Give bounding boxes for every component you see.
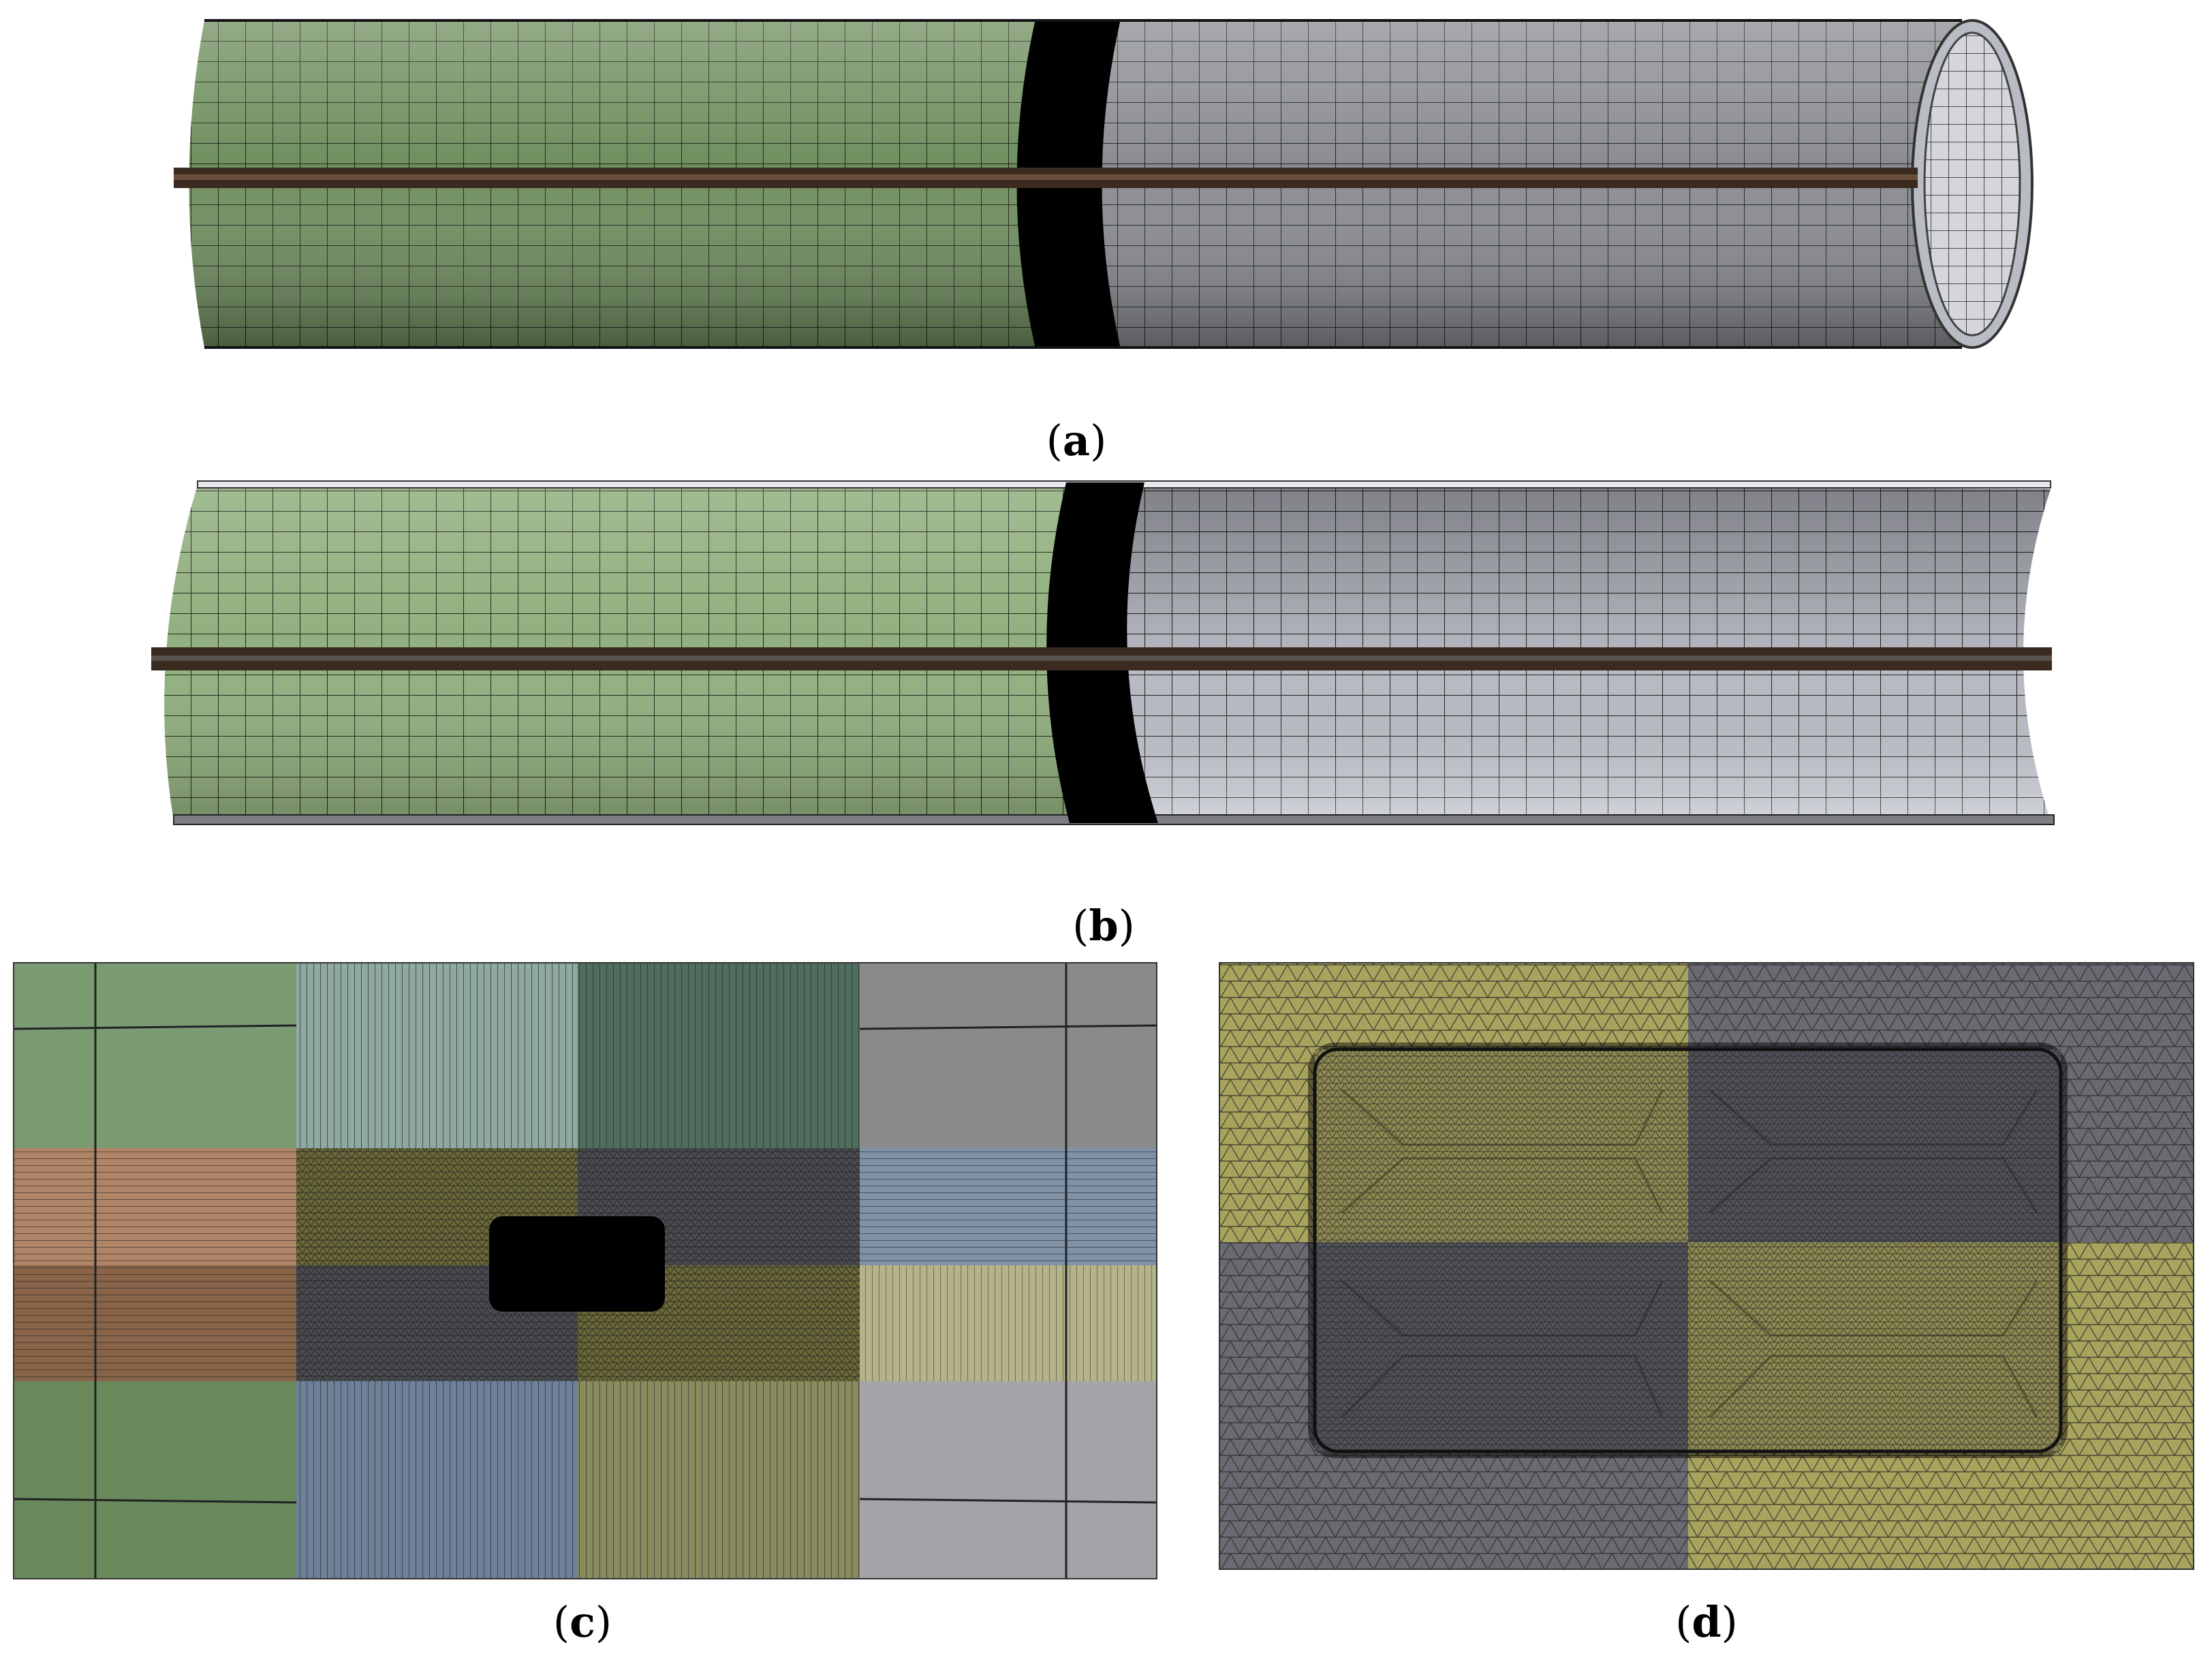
cutout-hole-c — [489, 1216, 665, 1312]
caption-a: (a) — [1046, 416, 1107, 465]
caption-c-open: ( — [553, 1597, 570, 1647]
caption-c-label: c — [570, 1597, 595, 1647]
caption-a-open: ( — [1046, 416, 1063, 465]
panel-b-half-cylinder-mesh — [151, 480, 2055, 825]
caption-d-open: ( — [1675, 1597, 1692, 1647]
caption-b: (b) — [1072, 901, 1135, 951]
panel-d-hole-mesh-detail — [1219, 962, 2194, 1570]
caption-a-label: a — [1063, 416, 1090, 465]
caption-b-open: ( — [1072, 901, 1089, 951]
hole-recess-d — [1308, 1042, 2068, 1458]
caption-c: (c) — [553, 1597, 612, 1647]
panel-c-mesh-zoom — [13, 962, 1157, 1579]
caption-c-close: ) — [595, 1597, 612, 1647]
caption-b-label: b — [1089, 901, 1118, 951]
panel-a-full-cylinder-mesh — [174, 19, 2034, 349]
caption-a-close: ) — [1090, 416, 1106, 465]
caption-d-close: ) — [1722, 1597, 1738, 1647]
caption-d-label: d — [1692, 1597, 1721, 1647]
caption-b-close: ) — [1119, 901, 1135, 951]
caption-d: (d) — [1675, 1597, 1738, 1647]
